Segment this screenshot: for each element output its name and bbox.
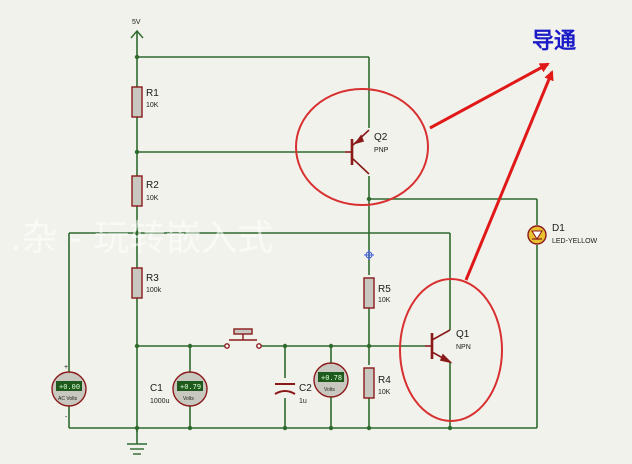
- junctions: [134, 54, 453, 431]
- svg-text:-: -: [65, 414, 68, 421]
- q1-ref: Q1: [456, 329, 470, 340]
- resistor-r5: R5 10K: [363, 277, 391, 309]
- highlight-circle-q1: [399, 278, 503, 422]
- q2-ref: Q2: [374, 132, 388, 143]
- r3-ref: R3: [146, 273, 159, 284]
- probe-marker: [364, 250, 374, 260]
- resistor-r1: R1 10K: [131, 86, 159, 118]
- power-terminal: 5V: [130, 19, 144, 44]
- voltmeter-2-reading: +0.79: [180, 383, 201, 391]
- resistor-r4: R4 10K: [363, 367, 391, 399]
- conduct-label: 导通: [532, 29, 576, 54]
- watermark: .杂 - 玩转嵌入式: [10, 218, 273, 259]
- c2-value: 1u: [299, 398, 307, 405]
- r2-value: 10K: [146, 195, 159, 202]
- transistor-q2: [345, 129, 370, 175]
- highlight-circles: [295, 88, 503, 422]
- voltmeter-3-unit: Volts: [324, 387, 335, 393]
- r3-value: 100k: [146, 287, 162, 294]
- voltmeter-1: +0.00 AC Volts + -: [51, 364, 87, 421]
- r1-value: 10K: [146, 102, 159, 109]
- r5-ref: R5: [378, 284, 391, 295]
- voltmeter-1-unit: AC Volts: [58, 396, 78, 402]
- r2-ref: R2: [146, 180, 159, 191]
- wires: [68, 44, 538, 444]
- highlight-circle-q2: [295, 88, 429, 206]
- voltmeter-2: +0.79 Volts: [172, 371, 208, 407]
- c1-value: 1000u: [150, 398, 170, 405]
- annotation-arrows: [429, 62, 554, 281]
- transistor-q1: [425, 329, 453, 364]
- voltmeter-3: +0.78 Volts: [313, 362, 349, 398]
- power-label: 5V: [132, 19, 141, 26]
- r5-value: 10K: [378, 297, 391, 304]
- resistor-r3: R3 100k: [131, 267, 162, 299]
- resistor-r2: R2 10K: [131, 175, 159, 207]
- c2-ref: C2: [299, 383, 312, 394]
- q1-type: NPN: [456, 344, 471, 351]
- led-d1: [527, 225, 547, 245]
- capacitor-c2: [274, 383, 296, 395]
- voltmeter-1-reading: +0.00: [59, 383, 80, 391]
- arrow-from-q2: [429, 62, 550, 130]
- voltmeter-3-reading: +0.78: [321, 374, 342, 382]
- ground-symbol: [127, 443, 147, 455]
- q2-type: PNP: [374, 147, 389, 154]
- d1-value: LED-YELLOW: [552, 238, 598, 245]
- svg-text:+: +: [64, 364, 68, 371]
- arrow-from-q1: [464, 70, 554, 281]
- push-switch: [224, 328, 262, 349]
- r4-ref: R4: [378, 375, 391, 386]
- c1-ref: C1: [150, 383, 163, 394]
- voltmeter-2-unit: Volts: [183, 396, 194, 402]
- r4-value: 10K: [378, 389, 391, 396]
- r1-ref: R1: [146, 88, 159, 99]
- d1-ref: D1: [552, 223, 565, 234]
